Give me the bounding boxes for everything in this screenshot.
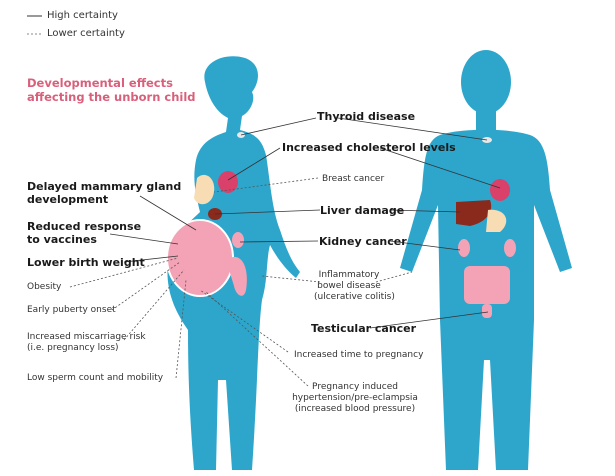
label-miscarriage-line2: (i.e. pregnancy loss) <box>27 343 119 353</box>
label-preeclampsia-line3: (increased blood pressure) <box>294 404 416 414</box>
legend-lower: Lower certainty <box>47 28 125 39</box>
label-puberty: Early puberty onset <box>27 305 116 315</box>
womb-fetus <box>166 219 234 297</box>
label-mammary-line2: development <box>27 193 109 206</box>
label-mammary-line1: Delayed mammary gland <box>27 180 182 193</box>
label-preeclampsia-line1: Pregnancy induced <box>312 382 398 392</box>
label-mammary: Delayed mammary gland development <box>27 180 181 206</box>
label-breast-cancer: Breast cancer <box>322 174 385 184</box>
label-time-pregnancy: Increased time to pregnancy <box>294 350 424 360</box>
label-cholesterol: Increased cholesterol levels <box>282 141 456 154</box>
label-ibd-line1: Inflammatory <box>318 270 380 280</box>
label-ibd: Inflammatory bowel disease (ulcerative c… <box>314 270 395 303</box>
male-kidney-right <box>504 239 516 257</box>
label-obesity: Obesity <box>27 282 62 292</box>
label-vaccines: Reduced response to vaccines <box>27 220 141 246</box>
breast-tissue <box>194 174 215 205</box>
male-heart-icon <box>490 179 510 201</box>
solid-connectors <box>109 117 501 329</box>
heading: Developmental effects affecting the unbo… <box>27 76 196 104</box>
stomach-icon <box>486 209 507 232</box>
label-ibd-line2: bowel disease <box>317 281 381 291</box>
label-preeclampsia: Pregnancy induced hypertension/pre-eclam… <box>292 382 418 415</box>
male-kidney-left <box>458 239 470 257</box>
label-vaccines-line1: Reduced response <box>27 220 142 233</box>
heart-icon <box>218 171 238 193</box>
label-testicular: Testicular cancer <box>311 322 417 335</box>
heading-line1: Developmental effects <box>27 76 173 90</box>
testis-icon <box>482 304 492 318</box>
label-liver: Liver damage <box>320 204 405 217</box>
kidney-icon <box>232 232 244 248</box>
label-birth-weight: Lower birth weight <box>27 256 145 269</box>
label-preeclampsia-line2: hypertension/pre-eclampsia <box>292 393 418 403</box>
label-miscarriage-line1: Increased miscarriage risk <box>27 332 146 342</box>
fetus-leg <box>226 256 247 296</box>
label-miscarriage: Increased miscarriage risk (i.e. pregnan… <box>27 332 146 354</box>
label-sperm: Low sperm count and mobility <box>27 373 164 383</box>
label-vaccines-line2: to vaccines <box>27 233 97 246</box>
label-ibd-line3: (ulcerative colitis) <box>314 292 395 302</box>
male-figure <box>400 50 572 470</box>
intestine-icon <box>464 266 510 304</box>
dashed-connectors <box>69 177 413 387</box>
label-kidney: Kidney cancer <box>319 235 407 248</box>
label-thyroid: Thyroid disease <box>317 110 416 123</box>
male-liver-icon <box>456 200 492 226</box>
heading-line2: affecting the unborn child <box>27 90 196 104</box>
legend-high: High certainty <box>47 10 118 21</box>
